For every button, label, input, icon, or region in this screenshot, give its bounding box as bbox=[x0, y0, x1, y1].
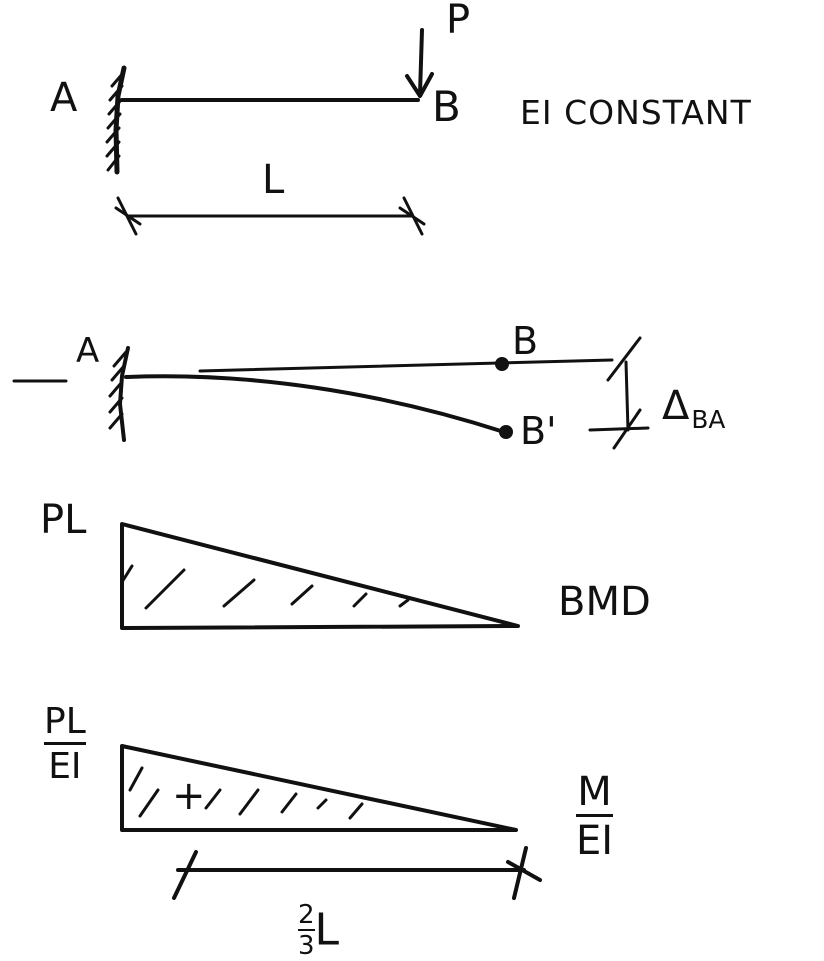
point-b-dot bbox=[495, 357, 509, 371]
bmd-peak-label: PL bbox=[40, 497, 87, 543]
m-ei-hatching bbox=[128, 766, 364, 820]
deflection-label: ΔBA bbox=[662, 383, 725, 432]
m-over-ei-title-fraction: M EI bbox=[576, 769, 614, 864]
m-over-ei-denominator: EI bbox=[576, 818, 614, 864]
fixed-support-hatching bbox=[105, 70, 126, 172]
centroid-tick-right bbox=[506, 846, 542, 900]
fraction-bar bbox=[576, 814, 614, 817]
deflected-shape-sketch bbox=[12, 336, 650, 450]
deflection-subscript: BA bbox=[691, 404, 726, 434]
centroid-distance-label: 2 3 L bbox=[298, 902, 339, 959]
load-arrow-shaft bbox=[418, 28, 424, 96]
m-over-ei-numerator: M bbox=[577, 769, 612, 815]
bmd-hatching bbox=[120, 564, 410, 610]
m-ei-peak-denominator: EI bbox=[48, 746, 82, 787]
fixed-support-wall bbox=[113, 65, 127, 175]
centroid-unit: L bbox=[314, 904, 340, 956]
two-thirds-numerator: 2 bbox=[298, 900, 315, 930]
ei-constant-note: EI CONSTANT bbox=[520, 93, 752, 132]
deflection-tick-top bbox=[606, 336, 642, 382]
end-b-label: B bbox=[432, 82, 461, 131]
load-arrow-head bbox=[405, 72, 434, 98]
deflected-elastic-curve bbox=[124, 374, 506, 434]
m-ei-peak-fraction: PL EI bbox=[44, 704, 86, 785]
point-b-prime-dot bbox=[499, 425, 513, 439]
span-dimension bbox=[114, 196, 426, 236]
bmd-triangle bbox=[120, 522, 520, 630]
m-over-ei-sketch bbox=[120, 744, 542, 900]
bmd-title: BMD bbox=[558, 579, 651, 625]
m-ei-peak-numerator: PL bbox=[44, 701, 86, 742]
deflection-dimension-line bbox=[624, 360, 630, 432]
fraction-bar bbox=[298, 929, 315, 931]
fraction-bar bbox=[44, 742, 86, 745]
span-tick-crosses bbox=[114, 206, 426, 226]
deflected-support-a-label: A bbox=[76, 331, 100, 371]
deflected-point-b-prime-label: B' bbox=[520, 409, 557, 453]
original-point-b-label: B bbox=[512, 319, 539, 363]
load-p-label: P bbox=[446, 0, 471, 43]
delta-symbol: Δ bbox=[662, 383, 690, 429]
two-thirds-fraction: 2 3 bbox=[298, 902, 315, 959]
positive-sign: + bbox=[172, 773, 206, 819]
support-a-label: A bbox=[50, 75, 78, 121]
deflection-tick-bottom bbox=[588, 408, 650, 450]
two-thirds-denominator: 3 bbox=[298, 931, 315, 961]
deflected-fixed-support-wall bbox=[118, 346, 130, 442]
deflected-support-hatching bbox=[108, 350, 128, 430]
undeflected-tangent-line bbox=[198, 358, 614, 373]
m-ei-triangle bbox=[120, 744, 518, 832]
cantilever-beam-sketch bbox=[105, 28, 434, 175]
span-length-label: L bbox=[262, 157, 285, 203]
centroid-tick-left bbox=[172, 850, 198, 900]
bmd-sketch bbox=[120, 522, 520, 630]
